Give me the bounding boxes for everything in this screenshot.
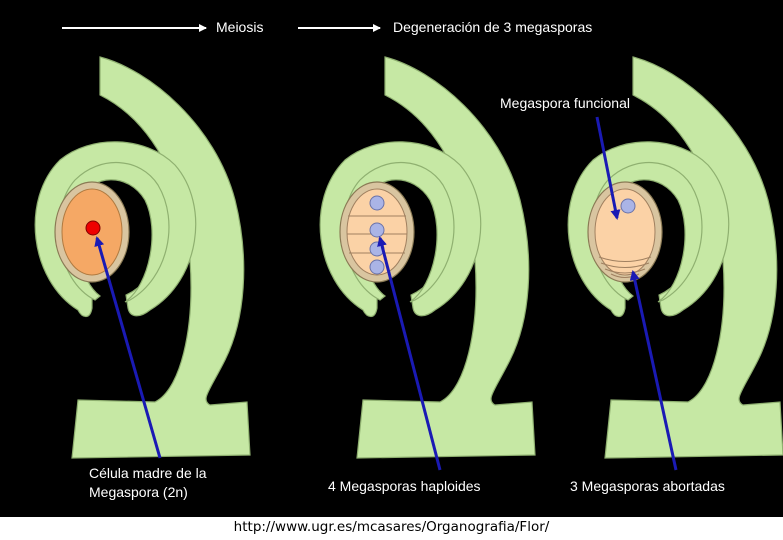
degeneration-label: Degeneración de 3 megasporas — [393, 19, 592, 36]
four-megaspores — [347, 189, 407, 275]
aborted-megaspores-label: 3 Megasporas abortadas — [570, 478, 725, 495]
functional-megaspore-label: Megaspora funcional — [500, 95, 630, 112]
mother-cell-nucleus — [86, 221, 100, 235]
ovule-diagram — [0, 0, 783, 517]
haploid-megaspores-label: 4 Megasporas haploides — [328, 478, 481, 495]
meiosis-label: Meiosis — [216, 19, 263, 36]
mother-cell-label-line1: Célula madre de la — [89, 465, 207, 482]
ovule-stage-2 — [320, 57, 535, 458]
ovule-stage-3 — [568, 57, 783, 458]
source-url: http://www.ugr.es/mcasares/Organografia/… — [0, 519, 783, 535]
mother-cell-label-line2: Megaspora (2n) — [89, 484, 188, 501]
functional-megaspore — [595, 189, 655, 275]
